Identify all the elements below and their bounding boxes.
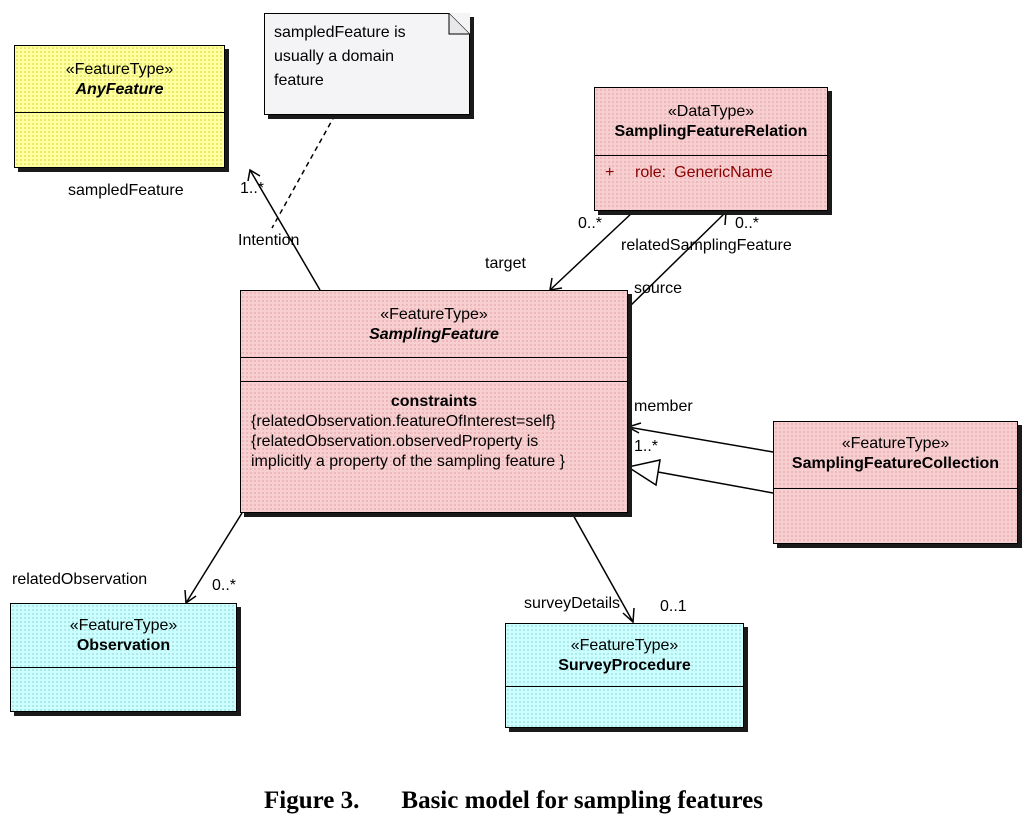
class-sampling-feature-relation[interactable]: «DataType» SamplingFeatureRelation + role…	[594, 87, 828, 211]
attribute-name: role:	[635, 164, 667, 181]
arrowhead-survey-details	[622, 607, 635, 624]
stereotype-label: «FeatureType»	[570, 637, 679, 654]
constraint-line: implicitly a property of the sampling fe…	[251, 453, 565, 470]
class-survey-procedure[interactable]: «FeatureType» SurveyProcedure	[505, 623, 744, 728]
class-name: SamplingFeature	[369, 326, 499, 343]
class-name: SurveyProcedure	[558, 657, 691, 674]
multiplicity-target: 0..*	[578, 215, 603, 232]
arrowhead-member	[626, 422, 642, 434]
stereotype-label: «FeatureType»	[69, 617, 178, 634]
class-header: «FeatureType» AnyFeature	[15, 46, 224, 113]
class-header: «FeatureType» SurveyProcedure	[506, 624, 743, 687]
class-observation[interactable]: «FeatureType» Observation	[10, 603, 237, 712]
class-name: Observation	[76, 637, 171, 654]
association-sampled-feature	[249, 169, 321, 291]
class-any-feature[interactable]: «FeatureType» AnyFeature	[14, 45, 225, 168]
association-related-observation	[185, 512, 243, 604]
class-name: SamplingFeatureRelation	[614, 123, 808, 140]
figure-number: Figure 3.	[264, 787, 360, 814]
role-related-sampling-feature: relatedSamplingFeature	[621, 237, 792, 254]
role-member: member	[634, 398, 693, 415]
role-source: source	[634, 280, 683, 297]
generalization-triangle	[626, 459, 661, 487]
constraint-line: {relatedObservation.observedProperty is	[251, 433, 539, 450]
association-name-intention: Intention	[238, 232, 300, 249]
attribute-type: GenericName	[674, 164, 773, 181]
association-member	[627, 426, 774, 453]
multiplicity-member: 1..*	[634, 438, 659, 455]
stereotype-label: «FeatureType»	[841, 435, 950, 452]
figure-title: Basic model for sampling features	[401, 787, 763, 814]
association-related-sampling-feature	[627, 211, 727, 309]
note-line: sampledFeature is	[274, 24, 406, 41]
stereotype-label: «FeatureType»	[65, 61, 174, 78]
constraints-section: constraints {relatedObservation.featureO…	[241, 382, 627, 472]
constraints-title: constraints	[390, 393, 478, 410]
note-outline	[264, 13, 470, 115]
note-line: feature	[274, 72, 324, 89]
generalization-line	[657, 471, 774, 494]
attribute-role: + role: GenericName	[595, 156, 827, 183]
figure-caption: Figure 3. Basic model for sampling featur…	[0, 787, 1027, 815]
class-name: SamplingFeatureCollection	[791, 455, 1000, 472]
stereotype-label: «FeatureType»	[380, 306, 488, 323]
attribute-visibility: +	[605, 164, 615, 181]
constraint-line: {relatedObservation.featureOfInterest=se…	[251, 413, 556, 430]
class-header: «FeatureType» SamplingFeature	[241, 291, 627, 358]
role-survey-details: surveyDetails	[524, 595, 621, 612]
class-sampling-feature[interactable]: «FeatureType» SamplingFeature constraint…	[240, 290, 628, 513]
stereotype-label: «DataType»	[667, 103, 755, 120]
note-sampled-feature: sampledFeature is usually a domain featu…	[264, 13, 470, 115]
role-sampled-feature: sampledFeature	[68, 182, 184, 199]
class-header: «FeatureType» SamplingFeatureCollection	[774, 422, 1017, 489]
note-text: sampledFeature is usually a domain featu…	[274, 21, 460, 93]
arrowhead-sampled-feature	[247, 168, 261, 182]
class-sampling-feature-collection[interactable]: «FeatureType» SamplingFeatureCollection	[773, 421, 1018, 544]
multiplicity-related-sampling-feature: 0..*	[735, 215, 760, 232]
class-header: «DataType» SamplingFeatureRelation	[595, 88, 827, 156]
role-related-observation: relatedObservation	[12, 571, 148, 588]
class-name: AnyFeature	[75, 81, 164, 98]
class-header: «FeatureType» Observation	[11, 604, 236, 668]
note-anchor-line	[271, 114, 336, 229]
attributes-section	[241, 358, 627, 382]
multiplicity-related-observation: 0..*	[212, 577, 237, 594]
association-target	[549, 211, 634, 291]
note-line: usually a domain	[274, 48, 395, 65]
association-survey-details	[571, 512, 634, 623]
multiplicity-sampled-feature: 1..*	[240, 180, 265, 197]
arrowhead-related-sampling-feature	[712, 211, 727, 226]
multiplicity-survey-details: 0..1	[660, 598, 687, 615]
role-target: target	[485, 255, 526, 272]
